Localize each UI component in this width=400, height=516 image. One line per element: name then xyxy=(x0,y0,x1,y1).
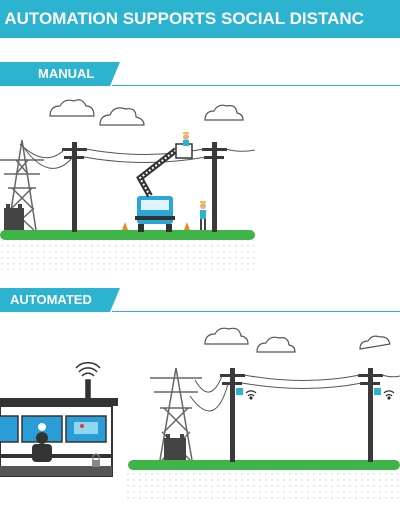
utility-pole xyxy=(220,368,245,462)
manual-label: MANUAL xyxy=(38,66,95,81)
manual-section-tag: MANUAL xyxy=(0,62,120,86)
padlock-icon xyxy=(92,453,100,467)
cloud-icon xyxy=(359,335,391,350)
cloud-icon xyxy=(204,104,244,121)
utility-pole xyxy=(62,142,87,232)
utility-pole xyxy=(202,142,227,232)
bucket-truck xyxy=(135,143,193,232)
manual-divider xyxy=(112,85,400,86)
utility-pole xyxy=(358,368,383,462)
ground-texture xyxy=(0,240,255,270)
transmission-tower xyxy=(150,367,202,461)
wifi-icon xyxy=(383,390,395,400)
lineworker-in-bucket xyxy=(183,132,189,146)
automated-divider xyxy=(112,311,400,312)
cloud-icon xyxy=(99,107,145,126)
tag-shape xyxy=(0,288,120,312)
automated-label: AUTOMATED xyxy=(10,292,92,307)
page-title-banner: D AUTOMATION SUPPORTS SOCIAL DISTANC xyxy=(0,0,400,38)
ground-worker xyxy=(200,201,206,230)
cloud-icon xyxy=(204,327,249,345)
manual-scene xyxy=(0,99,256,270)
ground-texture xyxy=(125,472,400,502)
cloud-icon xyxy=(256,336,296,353)
transformer xyxy=(164,434,186,460)
grass-strip xyxy=(128,460,400,470)
automated-section-tag: AUTOMATED xyxy=(0,288,120,312)
traffic-cones xyxy=(122,222,190,230)
automated-scene xyxy=(0,327,400,502)
control-center-building xyxy=(0,398,118,477)
cloud-icon xyxy=(49,99,95,117)
transformer xyxy=(4,204,24,230)
page-title: D AUTOMATION SUPPORTS SOCIAL DISTANC xyxy=(0,9,364,28)
power-lines xyxy=(189,374,400,412)
tag-shape xyxy=(0,62,120,86)
antenna-icon xyxy=(75,361,101,399)
wifi-icon xyxy=(245,390,257,400)
grass-strip xyxy=(0,230,255,240)
transmission-tower xyxy=(0,139,44,231)
